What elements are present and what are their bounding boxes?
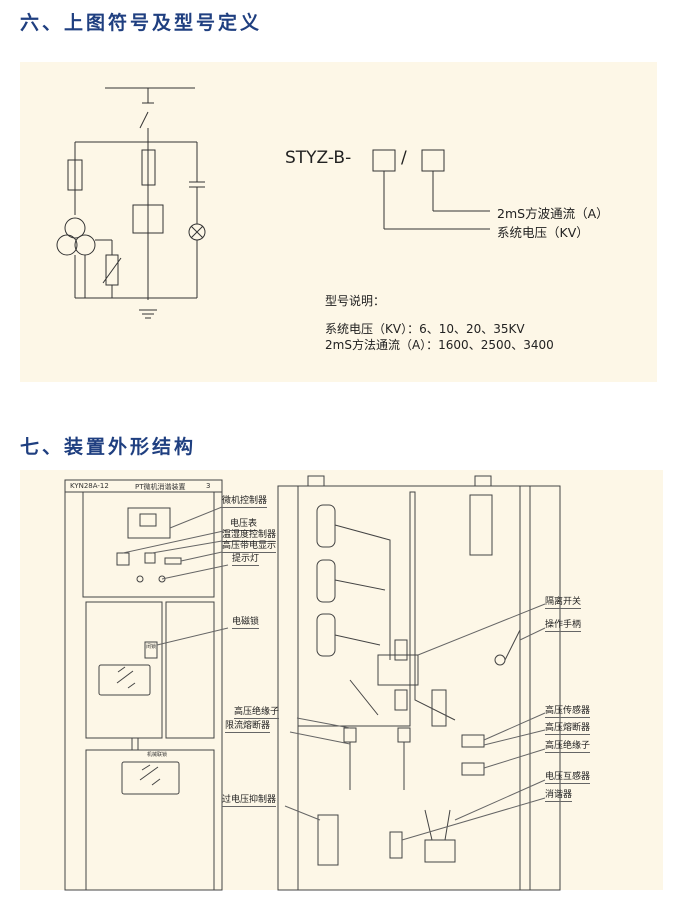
explain-title: 型号说明： [325,294,386,308]
label-current-limiting-fuse: 限流熔断器 [225,721,271,733]
label-hv-insulator-right: 高压绝缘子 [545,741,591,753]
leader-lines [122,506,546,841]
explain-voltage: 系统电压（KV）：6、10、20、35KV [325,322,525,336]
cabinet-name: PT微机消谐装置 [135,483,186,491]
label-hv-insulator-left: 高压绝缘子 [234,707,280,719]
lock-tag: 闭锁 [146,644,157,650]
label-hv-display: 高压带电显示 [222,541,277,553]
front-cabinet [64,479,223,891]
symbol-panel [20,62,657,382]
interlock-label: 机械联锁 [147,752,168,758]
field-current: 2mS方波通流（A） [497,206,609,221]
side-cabinet [277,475,561,891]
field-voltage: 系统电压（KV） [497,225,589,240]
label-overvoltage-suppressor: 过电压抑制器 [222,795,277,807]
label-electromagnetic-lock: 电磁锁 [232,617,260,629]
label-voltmeter: 电压表 [230,519,258,531]
model-code-boxes [372,149,490,230]
label-indicator-lamp: 提示灯 [232,554,260,566]
circuit-schematic [56,87,206,319]
label-humidity-controller: 温湿度控制器 [222,530,277,542]
model-separator: / [401,148,407,168]
cabinet-number: 3 [206,482,211,490]
structure-panel [20,470,663,890]
section7-heading: 七、装置外形结构 [20,436,197,458]
section6-heading: 六、上图符号及型号定义 [20,12,263,34]
label-hv-fuse: 高压熔断器 [545,723,591,735]
model-code: STYZ-B- [285,148,352,168]
label-harmonic-eliminator: 消谐器 [545,790,573,802]
label-operating-handle: 操作手柄 [545,620,582,632]
label-disconnector: 隔离开关 [545,597,582,609]
cabinet-model: KYN28A-12 [70,482,109,490]
explain-current: 2mS方法通流（A）：1600、2500、3400 [325,338,554,352]
label-hv-sensor: 高压传感器 [545,706,591,718]
label-voltage-transformer: 电压互感器 [545,772,591,784]
label-microcontroller: 微机控制器 [222,496,268,508]
